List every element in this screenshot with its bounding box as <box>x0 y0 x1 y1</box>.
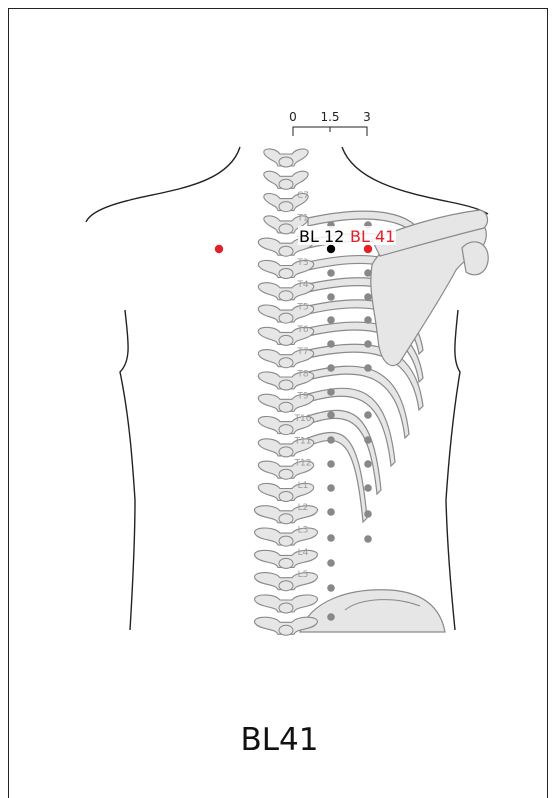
acupoint-marker[interactable] <box>364 269 372 277</box>
acupoint-marker[interactable] <box>327 436 335 444</box>
vertebra-label: L2 <box>298 503 309 513</box>
vertebra-label: T10 <box>294 414 312 424</box>
acupoint-marker[interactable] <box>364 411 372 419</box>
vertebra-label: L3 <box>298 526 309 536</box>
acupoint-marker[interactable] <box>327 460 335 468</box>
acupoint-marker[interactable] <box>327 388 335 396</box>
vertebra-label: T3 <box>296 258 308 268</box>
vertebra-label: T1 <box>296 213 308 223</box>
acupoint-marker[interactable] <box>327 364 335 372</box>
acupoint-marker[interactable] <box>364 484 372 492</box>
vertebra-label: T9 <box>296 392 308 402</box>
scale-tick-3: 3 <box>363 110 371 124</box>
acupoint-marker[interactable] <box>327 613 335 621</box>
acupoint-marker[interactable] <box>327 411 335 419</box>
vertebra-label: L5 <box>298 570 309 580</box>
bl12-label: BL 12 <box>299 227 344 246</box>
acupoint-marker[interactable] <box>327 559 335 567</box>
acupoint-marker[interactable] <box>364 316 372 324</box>
acupoint-marker[interactable] <box>327 584 335 592</box>
figure-caption: BL41 <box>0 722 559 758</box>
left-red-point[interactable] <box>215 245 223 253</box>
acupoint-marker[interactable] <box>364 293 372 301</box>
acupoint-marker[interactable] <box>364 510 372 518</box>
acupoint-marker[interactable] <box>327 484 335 492</box>
acupoint-marker[interactable] <box>327 316 335 324</box>
scale-tick-1-5: 1.5 <box>320 110 339 124</box>
vertebra-label: T5 <box>296 303 308 313</box>
vertebra-label: T4 <box>296 280 308 290</box>
vertebra <box>254 595 317 613</box>
acupoint-marker[interactable] <box>327 508 335 516</box>
bl41-label: BL 41 <box>350 227 395 246</box>
bl12-point[interactable] <box>327 245 335 253</box>
vertebra-label: L4 <box>298 548 309 558</box>
acupoint-marker[interactable] <box>364 364 372 372</box>
scale-tick-0: 0 <box>289 110 297 124</box>
bl41-point[interactable] <box>364 245 372 253</box>
vertebra-label: T6 <box>296 325 308 335</box>
vertebra-label: C7 <box>297 191 309 201</box>
vertebra-label: T8 <box>296 369 308 379</box>
vertebra-label: T11 <box>294 436 312 446</box>
measurement-scale <box>293 127 367 136</box>
acupoint-marker[interactable] <box>327 340 335 348</box>
vertebra <box>264 149 308 167</box>
vertebra-label: L1 <box>298 481 309 491</box>
acupoint-marker[interactable] <box>327 293 335 301</box>
pelvis <box>300 590 445 632</box>
vertebra-label: T7 <box>296 347 308 357</box>
acupoint-marker[interactable] <box>327 269 335 277</box>
vertebra <box>264 171 308 189</box>
acupoint-marker[interactable] <box>364 460 372 468</box>
acupoint-marker[interactable] <box>364 340 372 348</box>
acupoint-marker[interactable] <box>327 534 335 542</box>
acupoint-marker[interactable] <box>364 436 372 444</box>
spine: C7T1T2T3T4T5T6T7T8T9T10T11T12L1L2L3L4L5 <box>254 149 317 635</box>
acupoint-marker[interactable] <box>364 535 372 543</box>
rib <box>308 410 381 494</box>
vertebra-label: T12 <box>294 459 312 469</box>
